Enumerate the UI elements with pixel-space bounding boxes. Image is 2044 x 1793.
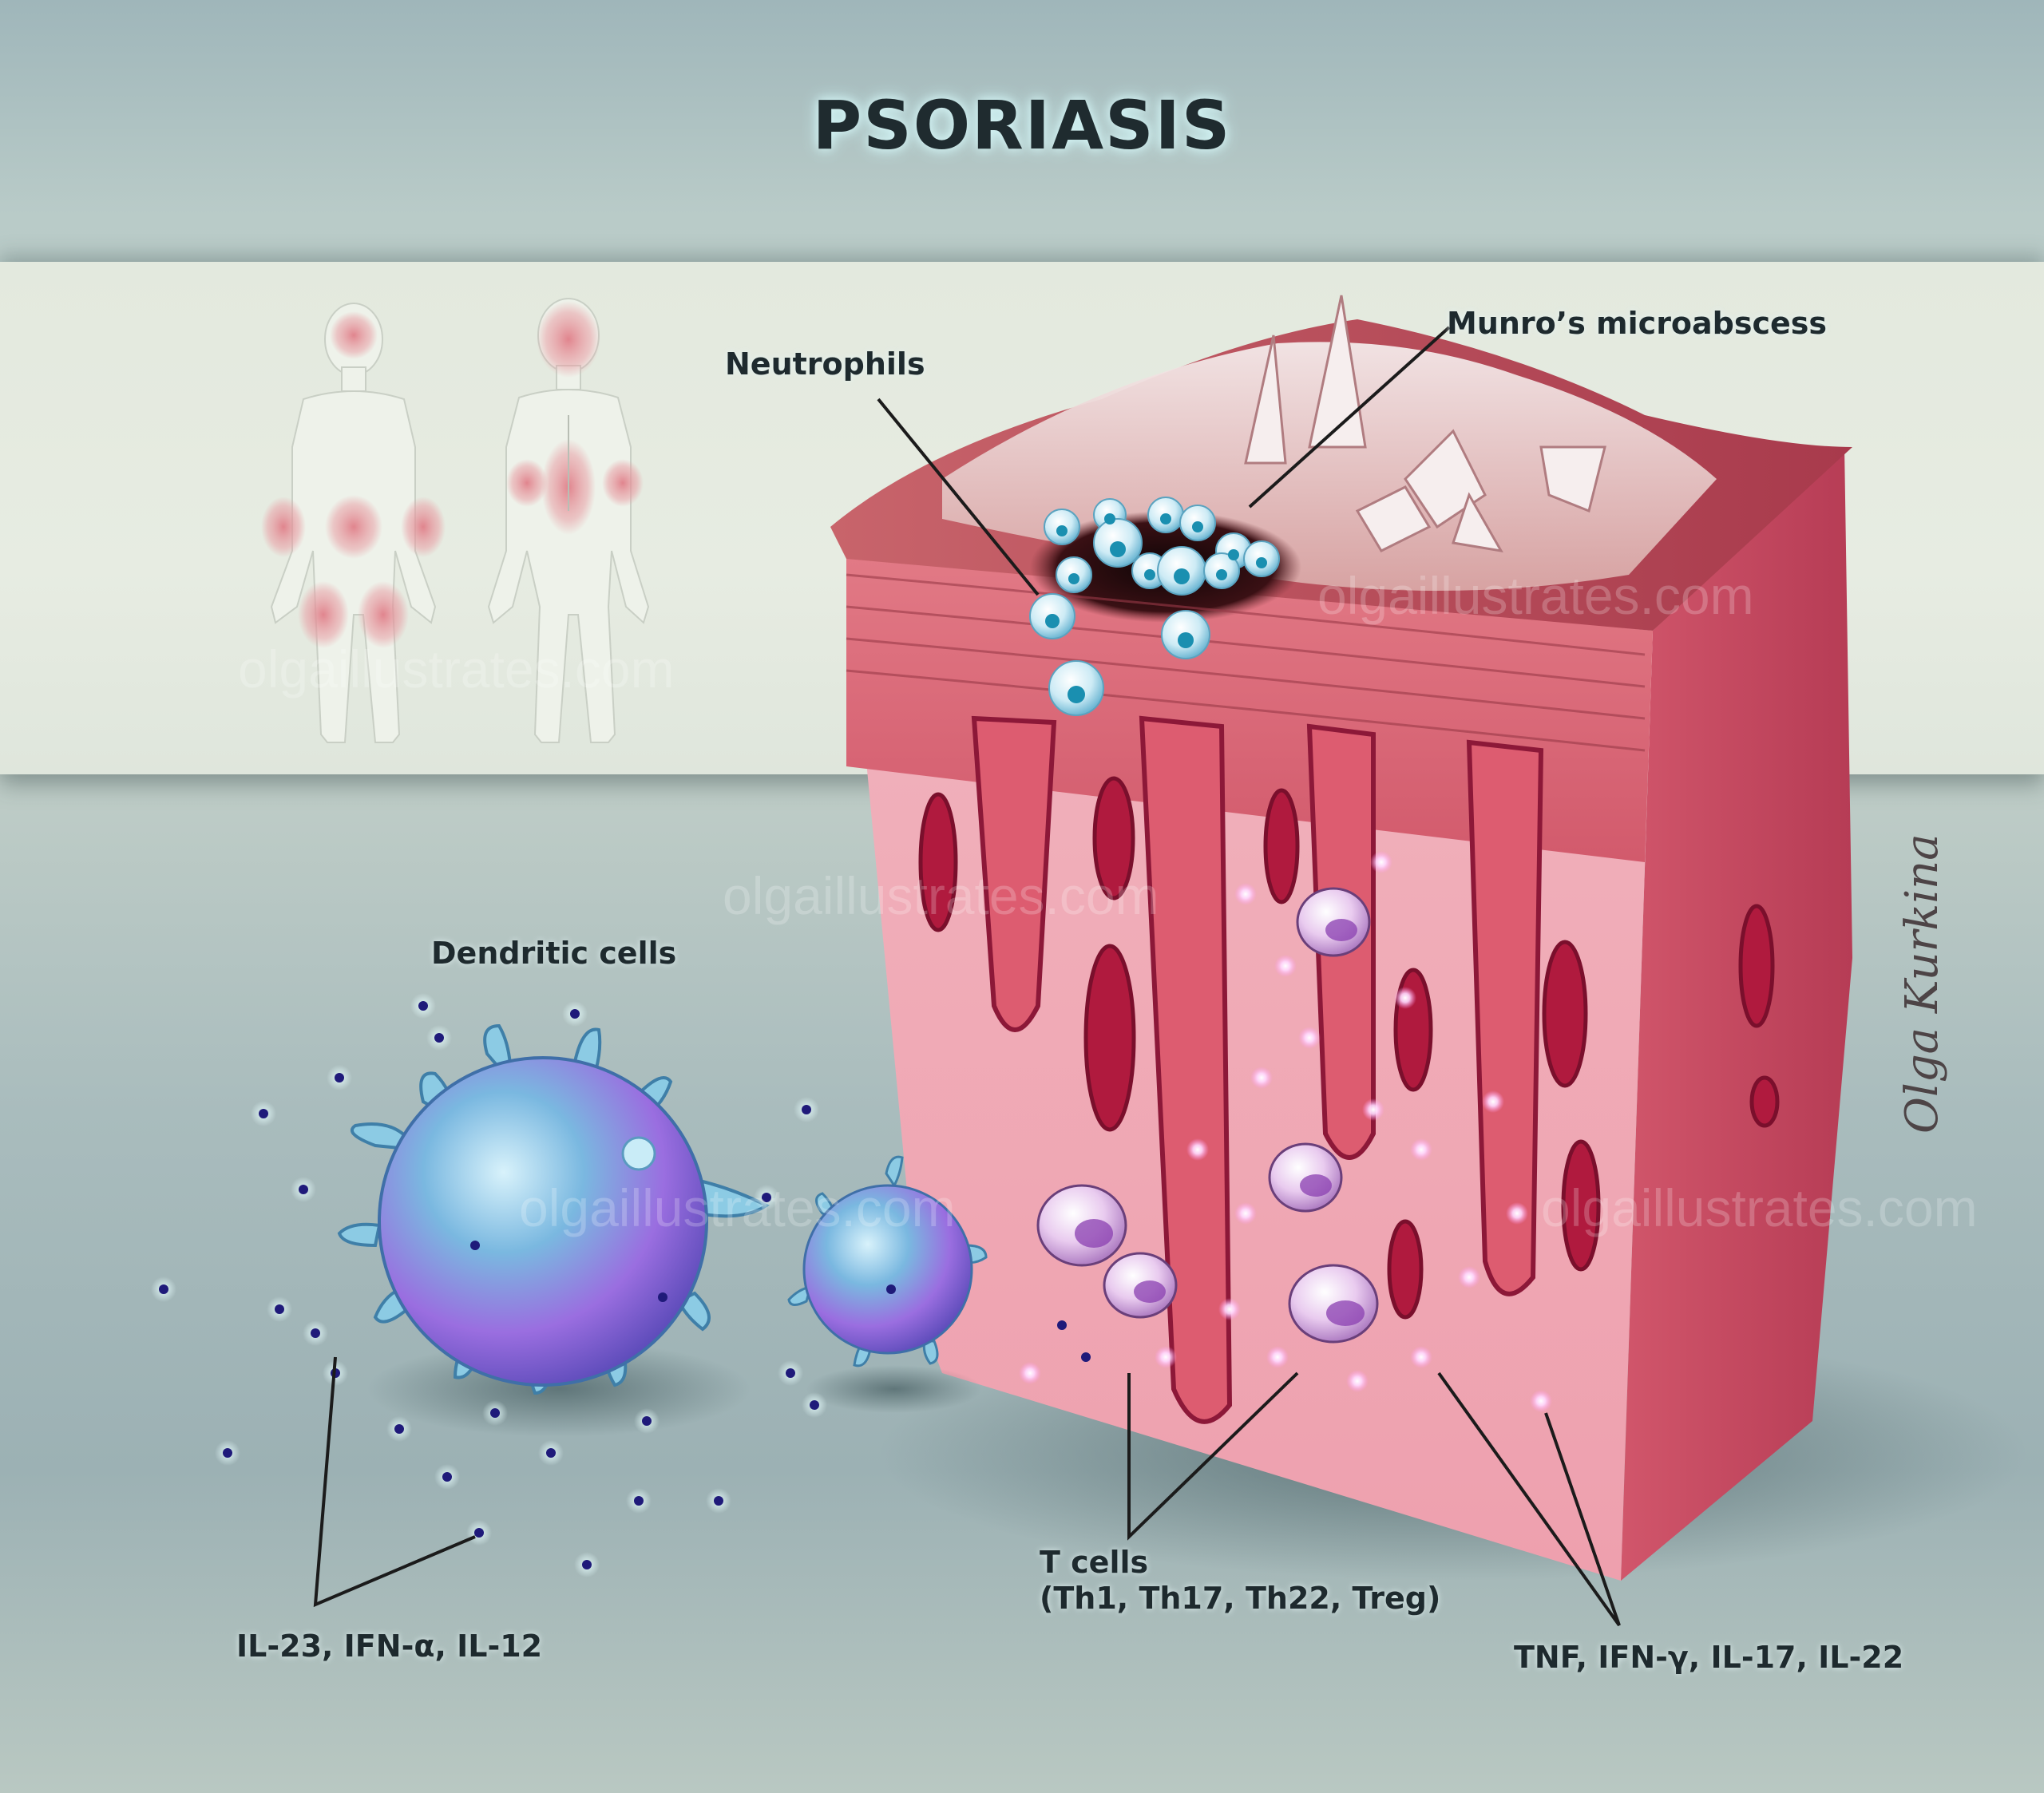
- artist-signature: Olga Kurkina: [1896, 833, 1948, 1134]
- body-figure-back: [487, 298, 650, 743]
- label-neutrophils: Neutrophils: [725, 346, 925, 382]
- label-dendritic-cells: Dendritic cells: [431, 936, 677, 971]
- leader-lines: [313, 326, 1621, 1627]
- label-t-cells-title: T cells: [1040, 1545, 1149, 1580]
- label-t-cells-subtypes: (Th1, Th17, Th22, Treg): [1040, 1580, 1441, 1616]
- label-dendritic-cytokines: IL-23, IFN-α, IL-12: [236, 1629, 543, 1664]
- label-t-cell-cytokines: TNF, IFN-γ, IL-17, IL-22: [1514, 1640, 1904, 1675]
- body-figure-front: [261, 303, 446, 743]
- skin-cross-section: [830, 295, 2028, 1581]
- neutrophil-cluster: [1029, 497, 1280, 716]
- page-title: PSORIASIS: [812, 86, 1232, 164]
- dendritic-cell-small: [787, 1155, 988, 1413]
- t-cell-cytokine-dots: [1019, 851, 1552, 1412]
- dendritic-cell-large: [337, 1023, 770, 1437]
- t-cells: [1036, 887, 1379, 1344]
- label-munro-microabscess: Munro’s microabscess: [1447, 306, 1828, 341]
- label-t-cells: T cells (Th1, Th17, Th22, Treg): [1040, 1545, 1440, 1617]
